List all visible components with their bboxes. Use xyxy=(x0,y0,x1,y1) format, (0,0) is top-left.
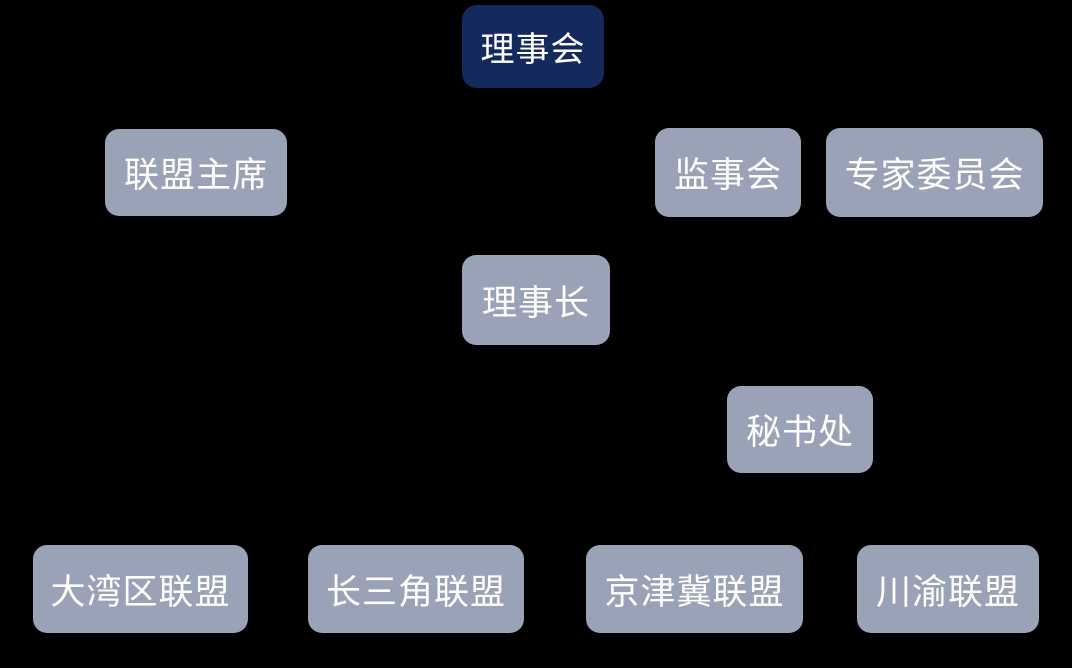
org-node-expert-committee: 专家委员会 xyxy=(826,128,1043,217)
org-node-supervisory-board-label: 监事会 xyxy=(673,156,782,195)
org-node-director-general: 理事长 xyxy=(462,255,610,345)
org-node-supervisory-board: 监事会 xyxy=(655,128,801,217)
org-node-director-general-label: 理事长 xyxy=(481,283,590,323)
org-node-greater-bay-alliance-label: 大湾区联盟 xyxy=(50,572,231,612)
org-node-board-label: 理事会 xyxy=(480,31,586,69)
org-node-chuan-yu-alliance: 川渝联盟 xyxy=(857,545,1039,633)
org-node-alliance-chairman-label: 联盟主席 xyxy=(123,156,268,195)
org-node-yangtze-delta-alliance-label: 长三角联盟 xyxy=(325,572,506,612)
org-node-alliance-chairman: 联盟主席 xyxy=(105,129,287,216)
org-node-yangtze-delta-alliance: 长三角联盟 xyxy=(308,545,524,633)
org-node-secretariat-label: 秘书处 xyxy=(745,413,854,452)
org-node-jing-jin-ji-alliance-label: 京津冀联盟 xyxy=(604,572,785,612)
org-node-greater-bay-alliance: 大湾区联盟 xyxy=(33,545,248,633)
org-node-jing-jin-ji-alliance: 京津冀联盟 xyxy=(586,545,803,633)
org-node-expert-committee-label: 专家委员会 xyxy=(844,156,1025,195)
org-node-secretariat: 秘书处 xyxy=(727,386,873,473)
org-node-board: 理事会 xyxy=(462,5,604,88)
org-node-chuan-yu-alliance-label: 川渝联盟 xyxy=(875,572,1020,612)
